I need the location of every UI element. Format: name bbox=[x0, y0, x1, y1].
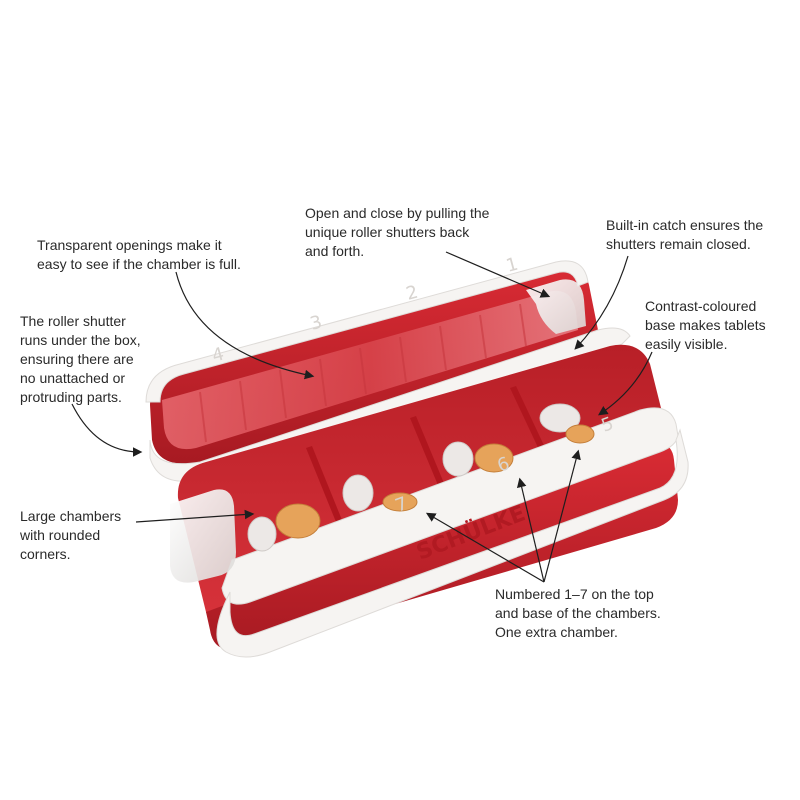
pill-orange bbox=[565, 424, 595, 444]
pill-white bbox=[247, 516, 277, 552]
front-row-outer-rim bbox=[216, 428, 689, 658]
compartment-dividers bbox=[306, 386, 548, 522]
back-row-shutter[interactable] bbox=[162, 290, 578, 450]
pills bbox=[247, 403, 595, 552]
chamber-number: 2 bbox=[404, 282, 420, 305]
callout-roller-shutter: The roller shutter runs under the box, e… bbox=[20, 313, 141, 405]
pill-white bbox=[442, 441, 474, 477]
callout-numbered: Numbered 1–7 on the top and base of the … bbox=[495, 586, 661, 640]
pill-orange bbox=[382, 492, 418, 512]
callout-contrast-base: Contrast-coloured base makes tablets eas… bbox=[645, 298, 766, 352]
callout-transparent-openings: Transparent openings make it easy to see… bbox=[37, 237, 241, 272]
pill-white bbox=[342, 474, 374, 512]
callout-built-in-catch: Built-in catch ensures the shutters rema… bbox=[606, 217, 764, 252]
shutter-ribs bbox=[199, 303, 527, 443]
pill-orange bbox=[275, 503, 321, 539]
chamber-number: 1 bbox=[504, 254, 520, 277]
front-row-shutter-end[interactable] bbox=[170, 489, 236, 583]
callout-large-chambers: Large chambers with rounded corners. bbox=[20, 508, 122, 562]
pill-orange bbox=[474, 443, 514, 473]
pill-white bbox=[539, 403, 581, 433]
callout-open-close: Open and close by pulling the unique rol… bbox=[305, 205, 490, 259]
